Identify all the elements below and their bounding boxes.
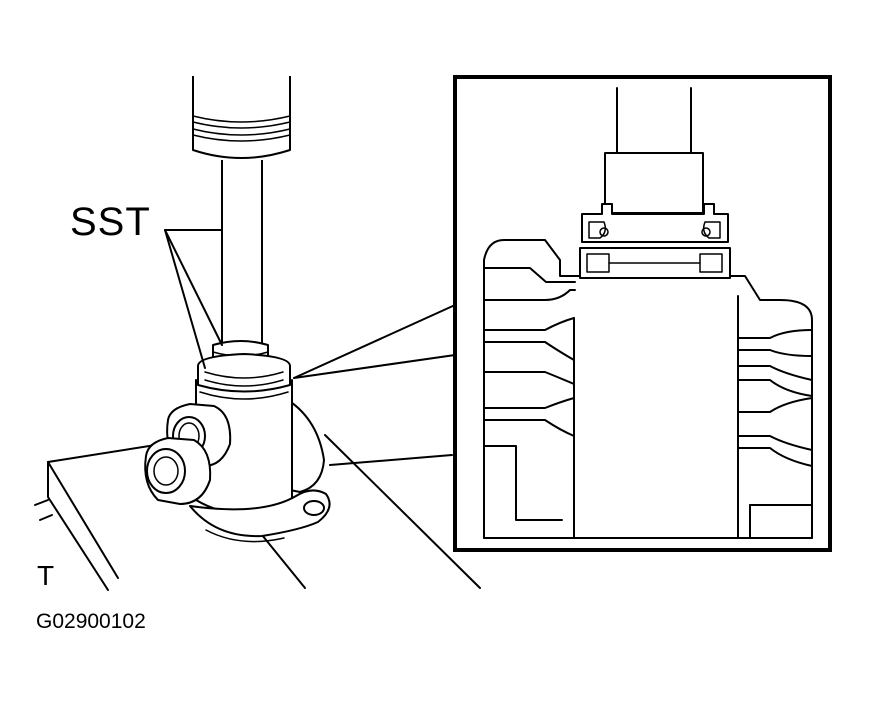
sst-label: SST xyxy=(70,200,151,244)
sst-leader-lines xyxy=(164,229,223,369)
detail-inset xyxy=(453,75,832,552)
press-ram xyxy=(192,76,291,159)
figure-code-label: G02900102 xyxy=(36,610,146,633)
valve-body xyxy=(144,353,331,543)
sst-tool-shaft xyxy=(212,160,269,381)
t-label: T xyxy=(37,560,55,591)
callout-connector xyxy=(293,304,456,379)
